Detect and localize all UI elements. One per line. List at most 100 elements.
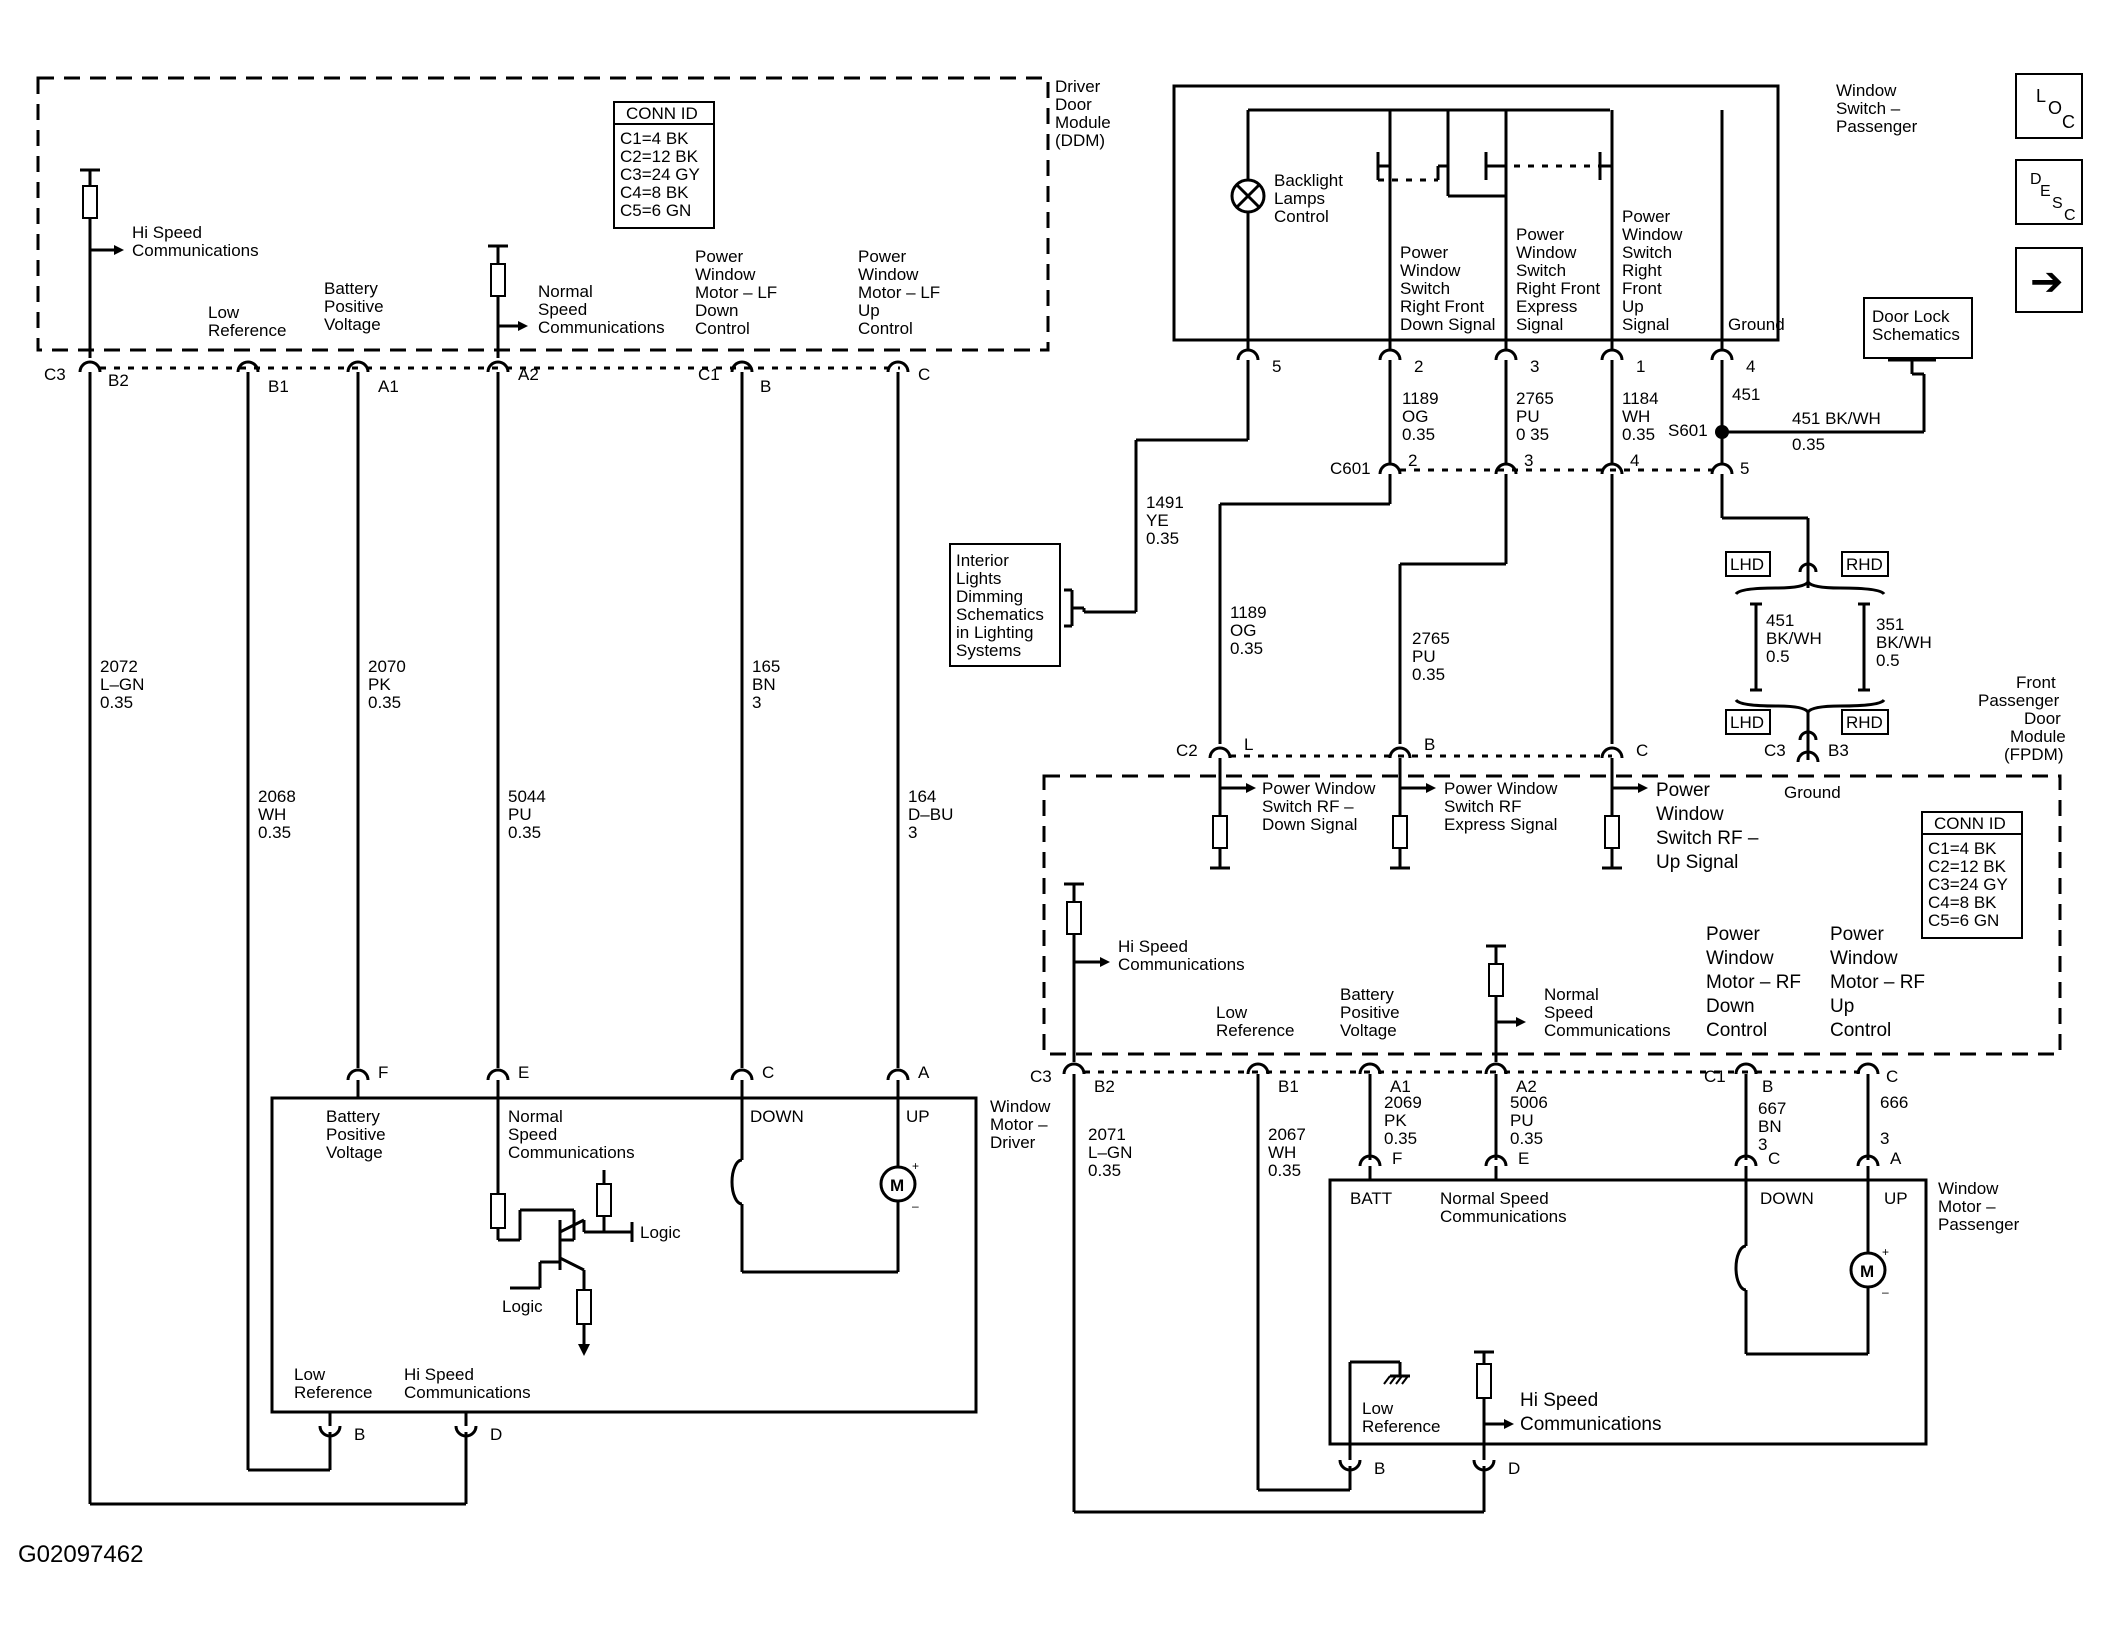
loc-button[interactable]: L O C (2015, 73, 2083, 139)
window-motor-passenger-box (1328, 1178, 1928, 1446)
svg-text:C5=6 GN: C5=6 GN (620, 201, 691, 220)
svg-text:UP: UP (1884, 1189, 1908, 1208)
svg-text:Ground: Ground (1728, 315, 1785, 334)
svg-text:C: C (1636, 741, 1648, 760)
svg-text:F: F (1392, 1149, 1402, 1168)
svg-text:PU: PU (1516, 407, 1540, 426)
svg-text:Power Window: Power Window (1262, 779, 1376, 798)
svg-text:Communications: Communications (538, 318, 665, 337)
svg-text:Reference: Reference (1362, 1417, 1440, 1436)
svg-text:Dimming: Dimming (956, 587, 1023, 606)
svg-text:Lamps: Lamps (1274, 189, 1325, 208)
svg-text:Power Window: Power Window (1444, 779, 1558, 798)
fpdm-title: Front Passenger Door Module (FPDM) (1978, 673, 2066, 764)
svg-text:3: 3 (752, 693, 761, 712)
svg-text:Power: Power (1656, 780, 1711, 801)
svg-text:5006: 5006 (1510, 1093, 1548, 1112)
ddm-normal-speed-circuit (488, 244, 528, 358)
svg-text:C5=6 GN: C5=6 GN (1928, 911, 1999, 930)
svg-text:0.35: 0.35 (1146, 529, 1179, 548)
svg-text:Signal: Signal (1622, 315, 1669, 334)
svg-text:WH: WH (258, 805, 286, 824)
svg-text:Module: Module (1055, 113, 1111, 132)
svg-text:0.5: 0.5 (1766, 647, 1790, 666)
svg-text:O: O (2048, 98, 2062, 118)
motor-driver-pin-labels: F E C A (378, 1063, 930, 1082)
svg-text:Motor – LF: Motor – LF (858, 283, 940, 302)
svg-text:Window: Window (1830, 948, 1898, 969)
svg-text:Speed: Speed (1544, 1003, 1593, 1022)
svg-text:BN: BN (1758, 1117, 1782, 1136)
svg-text:B3: B3 (1828, 741, 1849, 760)
figure-id: G02097462 (18, 1541, 143, 1568)
svg-text:Up Signal: Up Signal (1656, 852, 1738, 873)
svg-text:Motor – RF: Motor – RF (1830, 972, 1925, 993)
switch-pass-labels: Backlight Lamps Control Power Window Swi… (1274, 171, 1785, 334)
svg-text:F: F (378, 1063, 388, 1082)
fpdm-normal-speed-circuit (1486, 944, 1526, 1062)
svg-text:B: B (1374, 1459, 1385, 1478)
mid-wire-labels: 1189 OG 0.35 2765 PU 0.35 (1230, 603, 1450, 684)
svg-text:Switch: Switch (1516, 261, 1566, 280)
svg-text:+: + (1882, 1245, 1889, 1259)
svg-text:Window: Window (1836, 81, 1897, 100)
svg-text:YE: YE (1146, 511, 1169, 530)
svg-text:E: E (1518, 1149, 1529, 1168)
svg-text:UP: UP (906, 1107, 930, 1126)
svg-text:Driver: Driver (990, 1133, 1036, 1152)
svg-text:Module: Module (2010, 727, 2066, 746)
desc-button[interactable]: D E S C (2015, 159, 2083, 225)
door-lock-schematics-link[interactable]: Door Lock Schematics (1863, 297, 1973, 432)
svg-text:B: B (1762, 1077, 1773, 1096)
svg-text:–: – (912, 1199, 919, 1213)
svg-text:Power: Power (1516, 225, 1565, 244)
svg-text:C2=12 BK: C2=12 BK (620, 147, 699, 166)
svg-text:Low: Low (1216, 1003, 1248, 1022)
svg-text:Ground: Ground (1784, 783, 1841, 802)
svg-text:Power: Power (1622, 207, 1671, 226)
svg-text:M: M (1860, 1262, 1874, 1281)
svg-text:2068: 2068 (258, 787, 296, 806)
svg-text:C2=12 BK: C2=12 BK (1928, 857, 2007, 876)
svg-text:Up: Up (1622, 297, 1644, 316)
svg-text:Normal: Normal (538, 282, 593, 301)
svg-text:A1: A1 (1390, 1077, 1411, 1096)
svg-text:2: 2 (1408, 451, 1417, 470)
svg-text:0.35: 0.35 (368, 693, 401, 712)
svg-text:Communications: Communications (508, 1143, 635, 1162)
svg-text:C601: C601 (1330, 459, 1371, 478)
svg-text:0.35: 0.35 (1622, 425, 1655, 444)
svg-text:D–BU: D–BU (908, 805, 953, 824)
ddm-title: Driver Door Module (DDM) (1055, 77, 1111, 150)
svg-text:Motor –: Motor – (990, 1115, 1048, 1134)
interior-lights-link[interactable]: Interior Lights Dimming Schematics in Li… (949, 543, 1086, 667)
svg-text:BATT: BATT (1350, 1189, 1392, 1208)
next-button[interactable]: ➔ (2015, 247, 2083, 313)
svg-text:OG: OG (1402, 407, 1428, 426)
svg-text:C2: C2 (1176, 741, 1198, 760)
svg-text:164: 164 (908, 787, 936, 806)
svg-text:PU: PU (508, 805, 532, 824)
svg-text:WH: WH (1622, 407, 1650, 426)
svg-text:Normal: Normal (1544, 985, 1599, 1004)
svg-text:A1: A1 (378, 377, 399, 396)
svg-text:B1: B1 (268, 377, 289, 396)
svg-text:Down: Down (1706, 996, 1755, 1017)
svg-text:Driver: Driver (1055, 77, 1101, 96)
svg-text:Express: Express (1516, 297, 1577, 316)
svg-text:2071: 2071 (1088, 1125, 1126, 1144)
svg-text:2070: 2070 (368, 657, 406, 676)
svg-text:5044: 5044 (508, 787, 546, 806)
svg-text:B: B (354, 1425, 365, 1444)
svg-text:(FPDM): (FPDM) (2004, 745, 2063, 764)
svg-text:C: C (2062, 112, 2075, 132)
conn-id-table-ddm: CONN ID C1=4 BK C2=12 BK C3=24 GY C4=8 B… (613, 101, 715, 229)
motor-driver-top-pins (346, 1068, 910, 1098)
svg-text:Interior: Interior (956, 551, 1009, 570)
svg-text:Window: Window (1656, 804, 1724, 825)
motor-pass-title: Window Motor – Passenger (1938, 1179, 2020, 1234)
svg-text:PU: PU (1510, 1111, 1534, 1130)
motor-driver-internal-circuit (730, 1098, 900, 1274)
switch-contacts (1376, 110, 1724, 350)
svg-text:Logic: Logic (502, 1297, 543, 1316)
